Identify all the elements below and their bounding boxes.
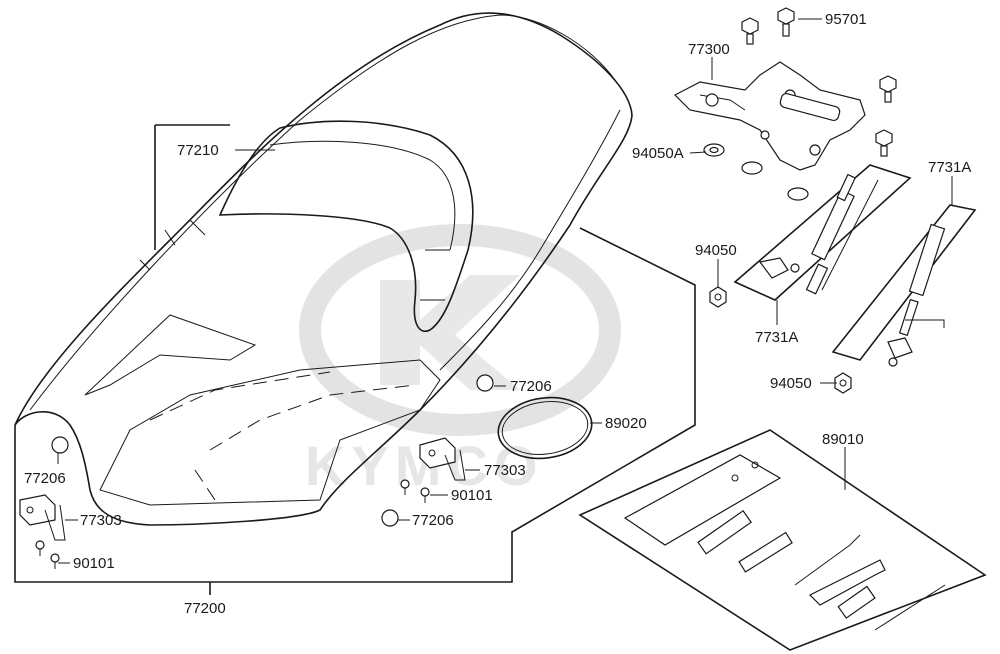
label-89010: 89010	[822, 431, 864, 448]
bracket-77303-right	[419, 437, 466, 481]
label-7731A-mid: 7731A	[755, 329, 798, 346]
label-90101-a: 90101	[451, 487, 493, 504]
label-77303-a: 77303	[484, 462, 526, 479]
nut-94050-bottom	[834, 372, 852, 394]
label-77303-b: 77303	[80, 512, 122, 529]
screws-90101	[35, 479, 430, 569]
label-95701: 95701	[825, 11, 867, 28]
tool-kit-89010	[578, 429, 987, 651]
group-frame-77200	[14, 124, 696, 595]
seat-assembly	[14, 12, 633, 526]
screws-95701	[741, 7, 897, 157]
part-labels: 95701 77300 94050A 77210 7731A 94050 773…	[24, 11, 971, 617]
rubber-77206	[51, 374, 494, 527]
label-94050-bottom: 94050	[770, 375, 812, 392]
label-7731A-top: 7731A	[928, 159, 971, 176]
gas-strut-bottom	[831, 204, 977, 367]
nut-94050-top	[709, 286, 727, 308]
gas-strut-top	[733, 164, 912, 301]
label-90101-b: 90101	[73, 555, 115, 572]
leader-lines	[57, 18, 953, 564]
label-89020: 89020	[605, 415, 647, 432]
band-89020	[497, 396, 593, 460]
label-77300: 77300	[688, 41, 730, 58]
bracket-77303-left	[19, 494, 66, 541]
hinge-bracket-77300	[673, 61, 866, 171]
label-77206-b: 77206	[24, 470, 66, 487]
label-77210: 77210	[177, 142, 219, 159]
rubber-94050A	[703, 143, 809, 201]
label-94050-top: 94050	[695, 242, 737, 259]
label-94050A: 94050A	[632, 145, 684, 162]
label-77206-a: 77206	[510, 378, 552, 395]
label-77206-c: 77206	[412, 512, 454, 529]
label-77200: 77200	[184, 600, 226, 617]
